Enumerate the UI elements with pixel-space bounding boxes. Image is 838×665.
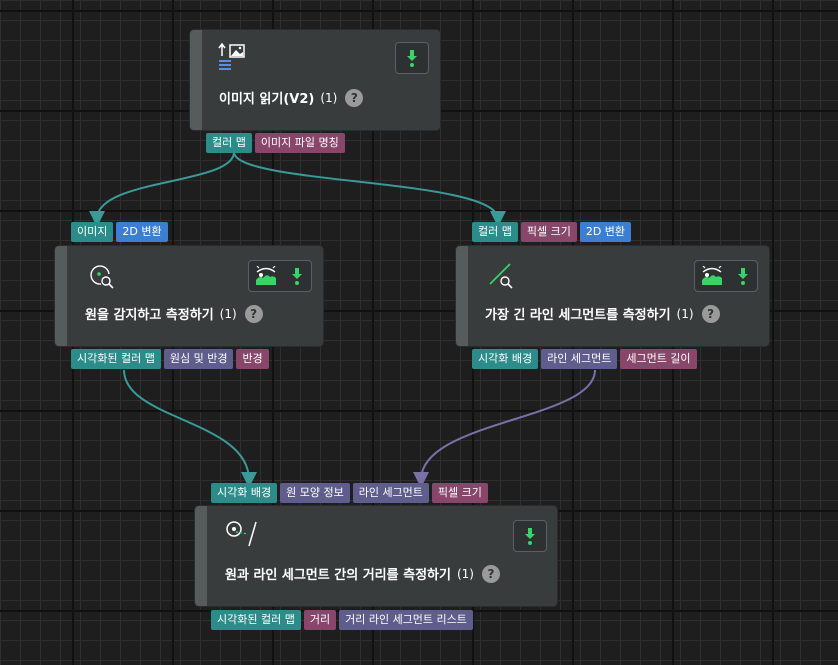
help-icon[interactable]: ?: [244, 304, 263, 323]
node-title-text: 가장 긴 라인 세그먼트를 측정하기: [485, 308, 671, 323]
node-read-image[interactable]: 이미지 읽기(V2) (1) ?: [190, 30, 440, 130]
download-arrow-icon[interactable]: [735, 266, 751, 286]
output-port[interactable]: 라인 세그먼트: [541, 349, 618, 369]
node-title: 원과 라인 세그먼트 간의 거리를 측정하기 (1) ?: [225, 564, 500, 583]
line-search-icon: [489, 263, 513, 289]
node-title: 이미지 읽기(V2) (1) ?: [219, 88, 364, 107]
node-circle-line-distance[interactable]: 원과 라인 세그먼트 간의 거리를 측정하기 (1) ?: [195, 506, 557, 606]
wire-line-seg-to-line-seg: [413, 369, 596, 488]
download-arrow-icon[interactable]: [289, 266, 305, 286]
read-image-outputs: 컬러 맵 이미지 파일 명칭: [206, 133, 345, 153]
input-port[interactable]: 라인 세그먼트: [352, 483, 429, 503]
node-title-text: 원을 감지하고 측정하기: [85, 308, 214, 323]
output-port[interactable]: 시각화된 컬러 맵: [71, 349, 161, 369]
node-title-text: 이미지 읽기(V2): [219, 92, 315, 107]
download-arrow-icon[interactable]: [404, 48, 420, 68]
input-port[interactable]: 컬러 맵: [472, 222, 518, 242]
output-port[interactable]: 이미지 파일 명칭: [254, 133, 345, 153]
node-title-text: 원과 라인 세그먼트 간의 거리를 측정하기: [225, 568, 451, 583]
input-port[interactable]: 원 모양 정보: [280, 483, 350, 503]
output-port[interactable]: 거리: [303, 610, 337, 630]
image-read-icon: [218, 42, 245, 70]
node-count: (1): [219, 306, 237, 321]
detect-circle-inputs: 이미지 2D 변환: [71, 222, 168, 242]
node-count: (1): [456, 566, 474, 581]
node-actions: [694, 260, 758, 292]
node-handle[interactable]: [55, 246, 67, 346]
help-icon[interactable]: ?: [481, 564, 500, 583]
input-port[interactable]: 시각화 배경: [211, 483, 278, 503]
output-port[interactable]: 세그먼트 길이: [620, 349, 697, 369]
node-handle[interactable]: [190, 30, 202, 130]
wire-vis-colormap-to-vis-bg: [123, 369, 257, 488]
help-icon[interactable]: ?: [345, 88, 364, 107]
wire-colormap-to-colormap: [233, 151, 506, 227]
input-port[interactable]: 픽셀 크기: [520, 222, 577, 242]
node-actions: [395, 42, 429, 74]
help-icon[interactable]: ?: [701, 304, 720, 323]
longest-line-outputs: 시각화 배경 라인 세그먼트 세그먼트 길이: [472, 349, 697, 369]
point-line-icon: [226, 521, 257, 547]
download-arrow-icon[interactable]: [522, 526, 538, 546]
output-port[interactable]: 시각화된 컬러 맵: [211, 610, 301, 630]
node-detect-circle[interactable]: 원을 감지하고 측정하기 (1) ?: [55, 246, 323, 346]
node-longest-line[interactable]: 가장 긴 라인 세그먼트를 측정하기 (1) ?: [456, 246, 769, 346]
input-port[interactable]: 이미지: [71, 222, 114, 242]
input-port[interactable]: 2D 변환: [116, 222, 168, 242]
output-port[interactable]: 컬러 맵: [206, 133, 252, 153]
node-title: 가장 긴 라인 세그먼트를 측정하기 (1) ?: [485, 304, 720, 323]
output-port[interactable]: 거리 라인 세그먼트 리스트: [339, 610, 473, 630]
visualize-eye-icon[interactable]: [701, 266, 723, 286]
distance-inputs: 시각화 배경 원 모양 정보 라인 세그먼트 픽셀 크기: [211, 483, 488, 503]
output-port[interactable]: 시각화 배경: [472, 349, 539, 369]
longest-line-inputs: 컬러 맵 픽셀 크기 2D 변환: [472, 222, 632, 242]
distance-outputs: 시각화된 컬러 맵 거리 거리 라인 세그먼트 리스트: [211, 610, 473, 630]
visualize-eye-icon[interactable]: [255, 266, 277, 286]
wire-colormap-to-image: [89, 151, 235, 227]
node-title: 원을 감지하고 측정하기 (1) ?: [85, 304, 263, 323]
detect-circle-outputs: 시각화된 컬러 맵 원심 및 반경 반경: [71, 349, 269, 369]
node-actions: [513, 520, 547, 552]
input-port[interactable]: 픽셀 크기: [431, 483, 488, 503]
node-actions: [248, 260, 312, 292]
node-handle[interactable]: [195, 506, 207, 606]
input-port[interactable]: 2D 변환: [579, 222, 632, 242]
output-port[interactable]: 반경: [236, 349, 269, 369]
node-count: (1): [320, 90, 338, 105]
circle-search-icon: [90, 265, 114, 289]
node-count: (1): [676, 306, 694, 321]
node-handle[interactable]: [456, 246, 468, 346]
output-port[interactable]: 원심 및 반경: [163, 349, 234, 369]
